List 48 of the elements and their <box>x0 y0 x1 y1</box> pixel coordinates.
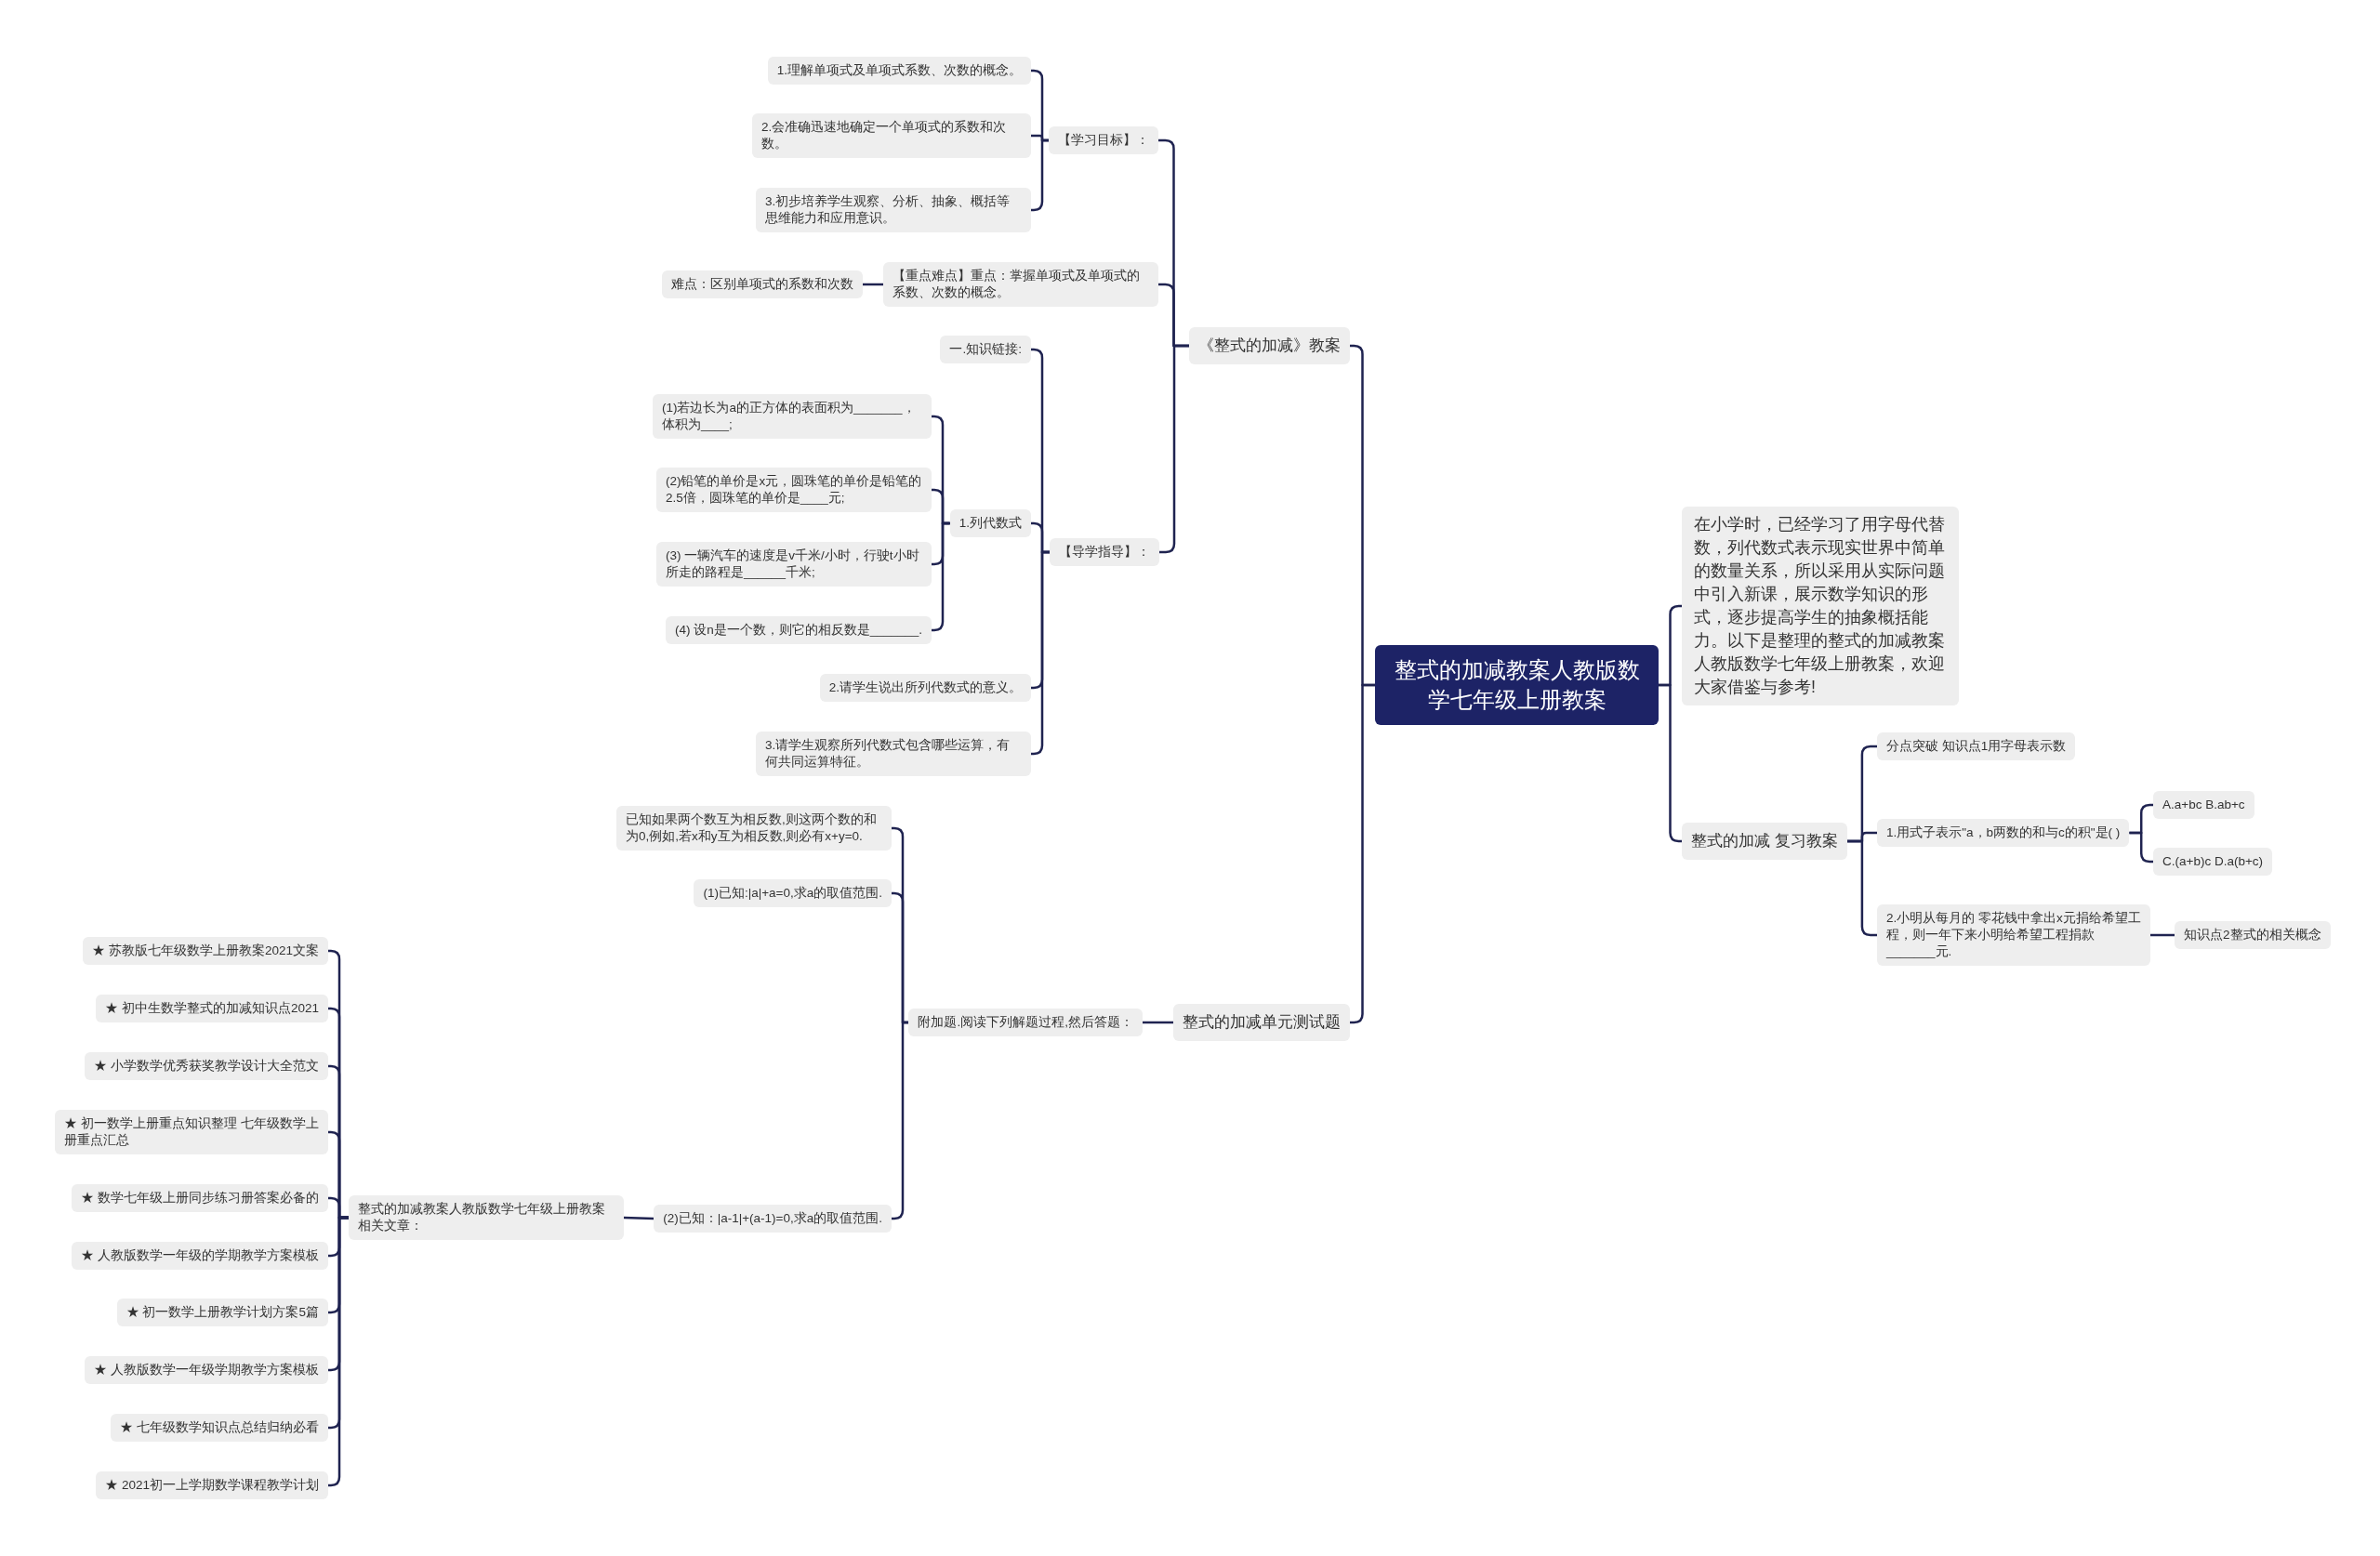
subtopic: ★ 2021初一上学期数学课程教学计划 <box>96 1471 328 1499</box>
subtopic: A.a+bc B.ab+c <box>2153 791 2254 819</box>
subtopic: 难点：区别单项式的系数和次数 <box>662 270 863 298</box>
subtopic: 知识点2整式的相关概念 <box>2175 921 2331 949</box>
branch-line <box>1659 683 1682 843</box>
subtopic: 【重点难点】重点：掌握单项式及单项式的系数、次数的概念。 <box>883 262 1158 307</box>
subtopic: 3.初步培养学生观察、分析、抽象、概括等思维能力和应用意识。 <box>756 188 1031 232</box>
subtopic: (2)已知：|a-1|+(a-1)=0,求a的取值范围. <box>654 1205 892 1233</box>
subtopic: ★ 初中生数学整式的加减知识点2021 <box>96 995 328 1022</box>
branch-line <box>1846 839 1877 937</box>
subtopic: ★ 初一数学上册重点知识整理 七年级数学上册重点汇总 <box>55 1110 328 1154</box>
subtopic: 1.列代数式 <box>949 509 1031 537</box>
central-topic: 整式的加减教案人教版数学七年级上册教案 <box>1375 645 1659 725</box>
subtopic: 2.请学生说出所列代数式的意义。 <box>819 674 1031 702</box>
subtopic: ★ 人教版数学一年级学期教学方案模板 <box>85 1356 328 1384</box>
branch-line <box>623 1216 654 1220</box>
subtopic: 附加题.阅读下列解题过程,然后答题： <box>908 1009 1143 1036</box>
subtopic: 分点突破 知识点1用字母表示数 <box>1877 732 2076 760</box>
subtopic: 整式的加减教案人教版数学七年级上册教案相关文章： <box>349 1195 624 1240</box>
subtopic: 1.用式子表示"a，b两数的和与c的积"是( ) <box>1877 819 2130 847</box>
intro-note: 在小学时，已经学习了用字母代替数，列代数式表示现实世界中简单的数量关系，所以采用从实际问题中引入新课，展示数学知识的形式，逐步提高学生的抽象概括能力。以下是整理的整式的加减教案人教版数学七年级上册教案，欢迎大家借鉴与参考! <box>1682 507 1959 705</box>
subtopic: 【学习目标】： <box>1049 126 1158 154</box>
subtopic: ★ 小学数学优秀获奖教学设计大全范文 <box>85 1052 328 1080</box>
subtopic: (2)铅笔的单价是x元，圆珠笔的单价是铅笔的2.5倍，圆珠笔的单价是____元; <box>656 468 932 512</box>
branch-line <box>2150 933 2175 937</box>
subtopic: (4) 设n是一个数，则它的相反数是_______. <box>665 616 932 644</box>
subtopic: ★ 苏教版七年级数学上册教案2021文案 <box>83 937 328 965</box>
branch-line <box>2129 831 2153 864</box>
subtopic: 2.小明从每月的 零花钱中拿出x元捐给希望工程，则一年下来小明给希望工程捐款_______元. <box>1877 904 2150 966</box>
subtopic: 已知如果两个数互为相反数,则这两个数的和为0,例如,若x和y互为相反数,则必有x+y=0. <box>616 806 892 851</box>
subtopic: ★ 七年级数学知识点总结归纳必看 <box>111 1414 328 1442</box>
branch-line <box>863 283 883 286</box>
subtopic: 1.理解单项式及单项式系数、次数的概念。 <box>767 57 1031 85</box>
subtopic: ★ 初一数学上册教学计划方案5篇 <box>116 1299 328 1326</box>
main-topic: 整式的加减单元测试题 <box>1173 1004 1350 1041</box>
subtopic: ★ 数学七年级上册同步练习册答案必备的 <box>72 1184 328 1212</box>
subtopic: 2.会准确迅速地确定一个单项式的系数和次数。 <box>752 113 1031 158</box>
subtopic: ★ 人教版数学一年级的学期教学方案模板 <box>72 1242 328 1270</box>
main-topic: 《整式的加减》教案 <box>1189 327 1350 364</box>
subtopic: 【导学指导】： <box>1050 538 1159 566</box>
subtopic: (1)已知:|a|+a=0,求a的取值范围. <box>694 879 892 907</box>
subtopic: (3) 一辆汽车的速度是v千米/小时，行驶t小时所走的路程是______千米; <box>656 542 932 587</box>
main-topic: 整式的加减 复习教案 <box>1682 823 1847 860</box>
subtopic: 3.请学生观察所列代数式包含哪些运算，有何共同运算特征。 <box>756 732 1031 776</box>
branch-line <box>1143 1021 1173 1024</box>
subtopic: C.(a+b)c D.a(b+c) <box>2153 848 2273 876</box>
subtopic: (1)若边长为a的正方体的表面积为_______，体积为____; <box>653 394 932 439</box>
subtopic: 一.知识链接: <box>940 336 1031 363</box>
